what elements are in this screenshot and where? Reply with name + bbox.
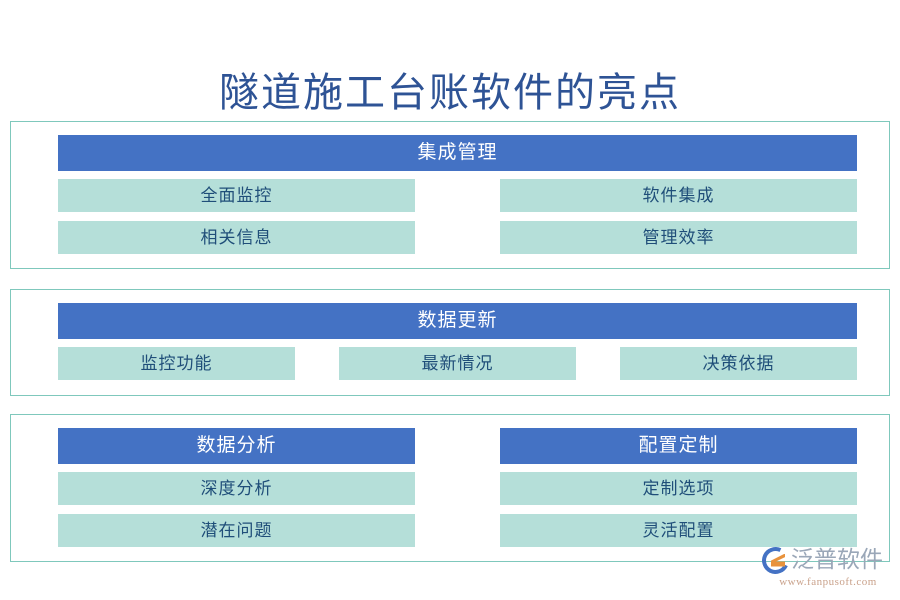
section-1-header[interactable]: 集成管理 — [58, 135, 857, 171]
item-quanmian-jiankong[interactable]: 全面监控 — [58, 179, 415, 212]
item-zuixin-qingkuang[interactable]: 最新情况 — [339, 347, 576, 380]
section-2-header[interactable]: 数据更新 — [58, 303, 857, 339]
section-integrated-management: 集成管理 全面监控 软件集成 相关信息 管理效率 — [10, 121, 890, 269]
spacer — [58, 505, 415, 514]
section-2-row: 监控功能 最新情况 决策依据 — [58, 347, 857, 380]
section-2-inner: 数据更新 监控功能 最新情况 决策依据 — [58, 303, 857, 380]
spacer — [58, 212, 857, 221]
item-linghuo-peizhi[interactable]: 灵活配置 — [500, 514, 857, 547]
item-juece-yiju[interactable]: 决策依据 — [620, 347, 857, 380]
fanpu-circle-icon — [758, 542, 793, 578]
section-1-inner: 集成管理 全面监控 软件集成 相关信息 管理效率 — [58, 135, 857, 254]
item-ruanjian-jicheng[interactable]: 软件集成 — [500, 179, 857, 212]
item-guanli-xiaolv[interactable]: 管理效率 — [500, 221, 857, 254]
section-1-row-2: 相关信息 管理效率 — [58, 221, 857, 254]
spacer — [58, 171, 857, 179]
section-3-inner: 数据分析 深度分析 潜在问题 配置定制 定制选项 灵活配置 — [58, 428, 857, 547]
section-analysis-and-config: 数据分析 深度分析 潜在问题 配置定制 定制选项 灵活配置 — [10, 414, 890, 562]
panel-2-header[interactable]: 配置定制 — [500, 428, 857, 464]
page-title: 隧道施工台账软件的亮点 — [219, 70, 681, 115]
section-data-update: 数据更新 监控功能 最新情况 决策依据 — [10, 289, 890, 396]
section-3-panels: 数据分析 深度分析 潜在问题 配置定制 定制选项 灵活配置 — [58, 428, 857, 547]
brand-logo: 泛普软件 www.fanpusoft.com — [758, 542, 894, 593]
logo-wordmark: 泛普软件 — [791, 547, 883, 572]
section-1-row-1: 全面监控 软件集成 — [58, 179, 857, 212]
item-qianzai-wenti[interactable]: 潜在问题 — [58, 514, 415, 547]
spacer — [58, 339, 857, 347]
panel-config-customization: 配置定制 定制选项 灵活配置 — [500, 428, 857, 547]
panel-1-header[interactable]: 数据分析 — [58, 428, 415, 464]
item-shendu-fenxi[interactable]: 深度分析 — [58, 472, 415, 505]
spacer — [500, 464, 857, 472]
logo-row: 泛普软件 — [758, 542, 894, 578]
spacer — [58, 464, 415, 472]
item-xiangguan-xinxi[interactable]: 相关信息 — [58, 221, 415, 254]
logo-url: www.fanpusoft.com — [779, 576, 877, 588]
spacer — [500, 505, 857, 514]
item-jiankong-gongneng[interactable]: 监控功能 — [58, 347, 295, 380]
panel-data-analysis: 数据分析 深度分析 潜在问题 — [58, 428, 415, 547]
item-dingzhi-xuanxiang[interactable]: 定制选项 — [500, 472, 857, 505]
